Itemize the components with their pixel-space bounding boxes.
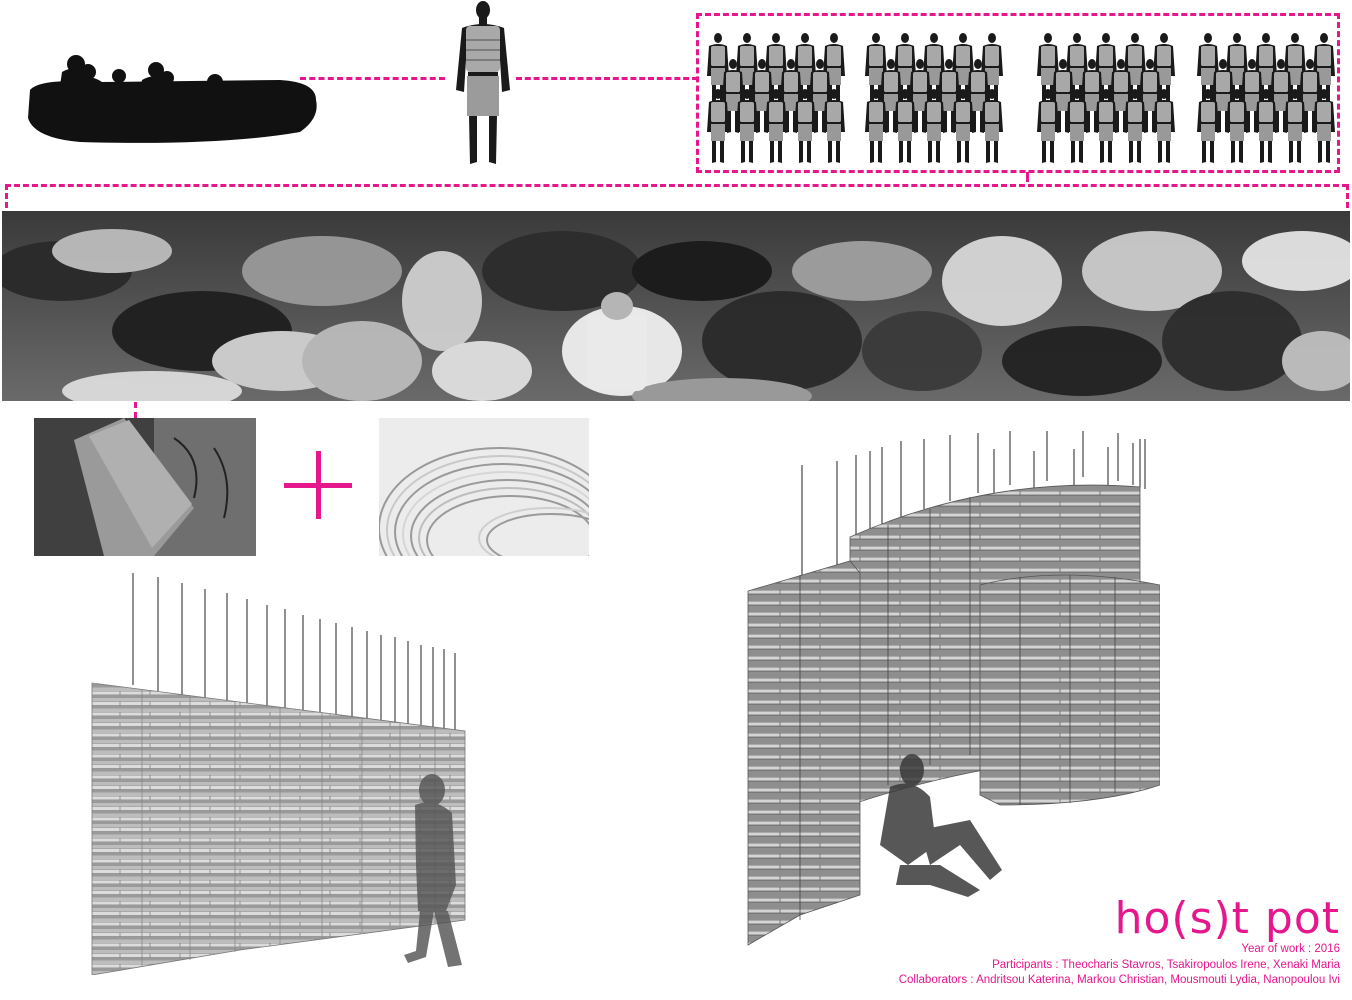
collaborators: Collaborators : Andritsou Katerina, Mark… <box>898 974 1340 986</box>
render-flat-wall-with-standing-figure <box>91 573 466 975</box>
crowd-of-life-vest-wearers <box>696 13 1340 173</box>
render-curved-enclosure-with-seated-figure <box>747 431 1160 946</box>
photo-life-vest-foam-panel <box>34 418 256 556</box>
photo-aluminium-wire-coils <box>379 418 589 556</box>
crowd-figures <box>699 16 1337 170</box>
connector-boat-to-person <box>300 77 445 80</box>
photo-pile-of-discarded-life-vests <box>2 211 1350 401</box>
connector-crowd-to-photo <box>5 184 1348 187</box>
project-title: ho(s)t pot <box>1114 893 1340 944</box>
person-in-life-vest-silhouette <box>456 1 510 164</box>
connector-crowd-stub <box>1026 172 1029 182</box>
boat-with-refugees-silhouette <box>28 55 317 143</box>
year-of-work: Year of work : 2016 <box>1241 943 1340 955</box>
project-title-block: ho(s)t pot Year of work : 2016 Participa… <box>899 896 1340 989</box>
plus-sign-icon <box>284 451 352 519</box>
connector-photo-to-foam <box>134 402 137 418</box>
connector-person-to-crowd <box>516 77 698 80</box>
connector-right-drop <box>1346 184 1349 208</box>
connector-left-drop <box>5 184 8 208</box>
participants: Participants : Theocharis Stavros, Tsaki… <box>992 958 1340 971</box>
